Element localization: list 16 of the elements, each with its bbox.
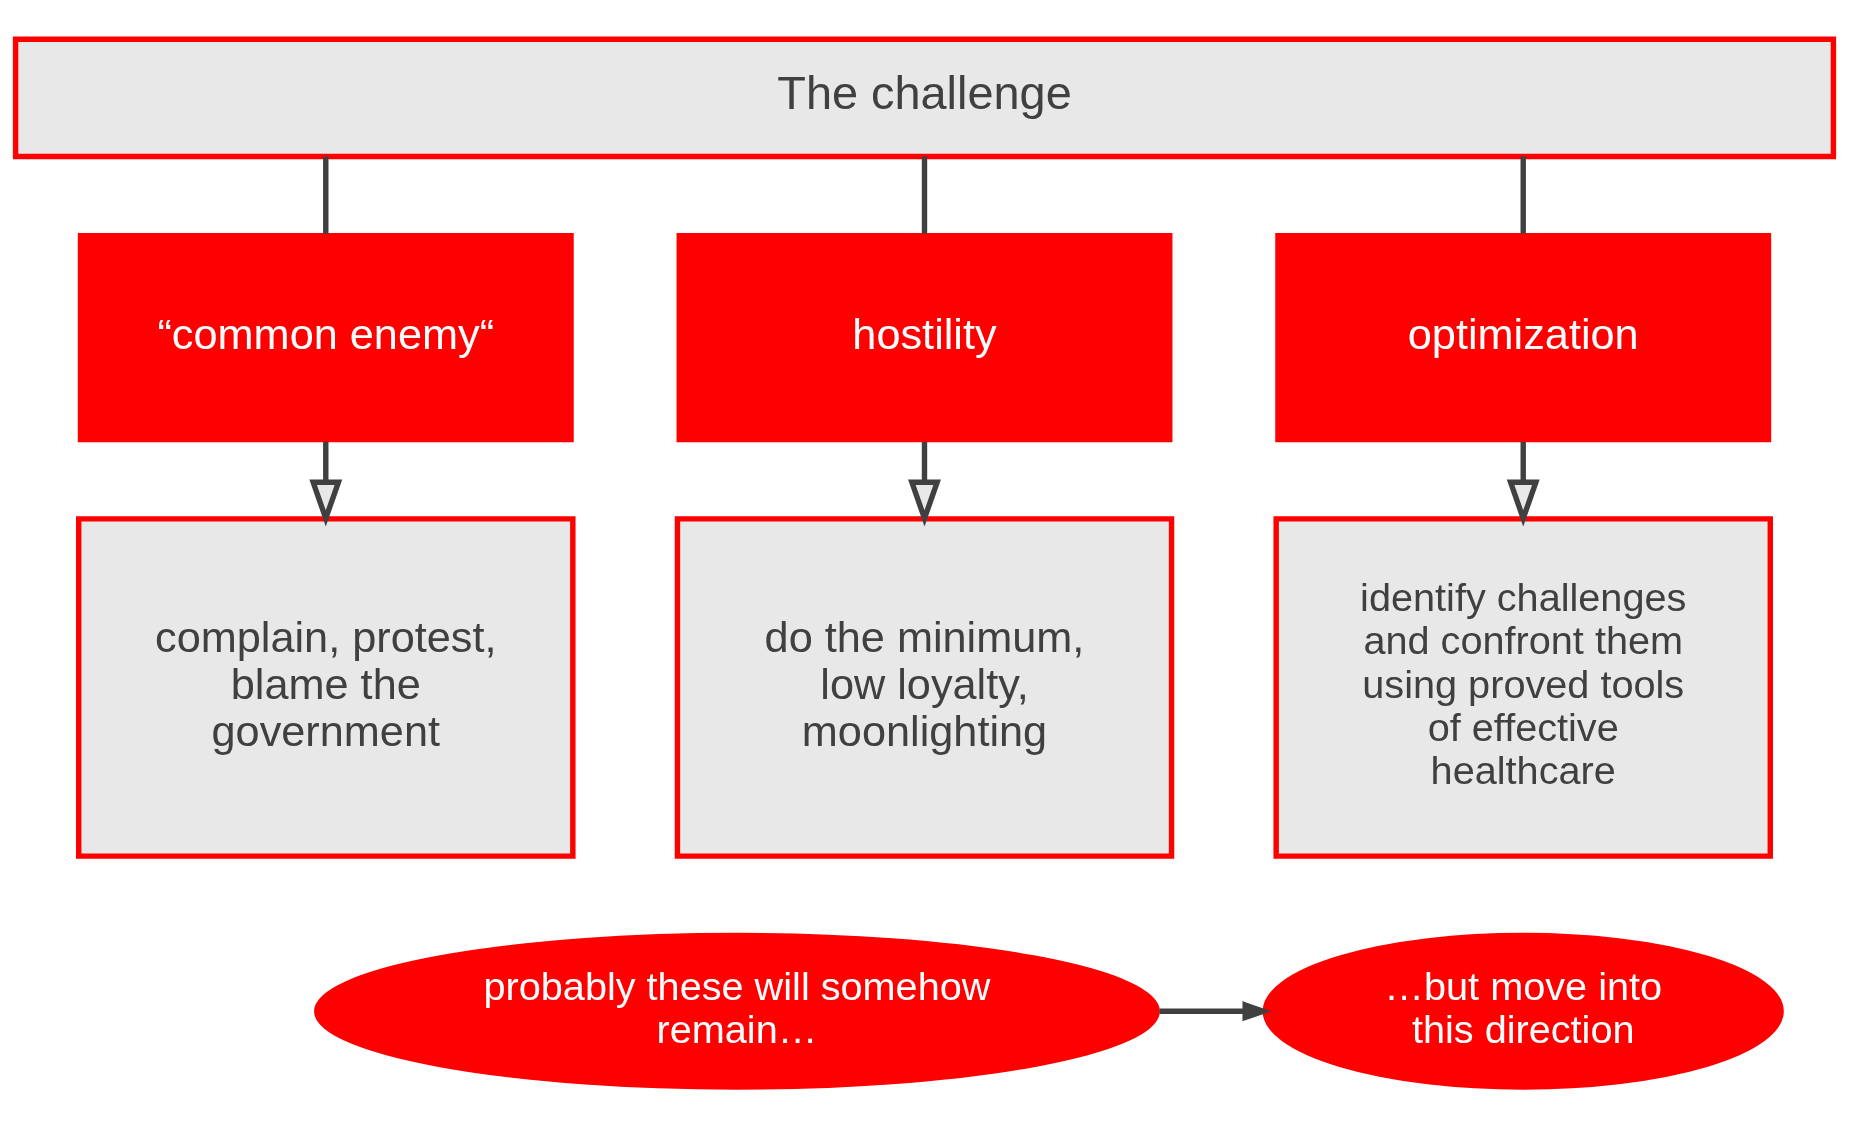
- arrow: [1159, 1001, 1272, 1022]
- node-box: complain, protest, blame the government: [76, 516, 576, 859]
- connector: [1520, 156, 1526, 234]
- node-ellipse: probably these will somehow remain…: [314, 932, 1160, 1090]
- node-box: The challenge: [12, 36, 1837, 160]
- node-ellipse: …but move into this direction: [1262, 932, 1784, 1090]
- arrow: [1506, 441, 1540, 527]
- connector: [921, 156, 928, 234]
- node-box: hostility: [676, 233, 1173, 443]
- arrow: [309, 441, 343, 527]
- connector: [323, 156, 329, 234]
- node-box: “common enemy“: [77, 233, 574, 443]
- node-box: optimization: [1275, 233, 1772, 443]
- arrow: [908, 441, 941, 527]
- node-box: identify challenges and confront them using proved tools of effective healthcare: [1273, 516, 1773, 859]
- node-box: do the minimum, low loyalty, moonlighting: [674, 516, 1175, 859]
